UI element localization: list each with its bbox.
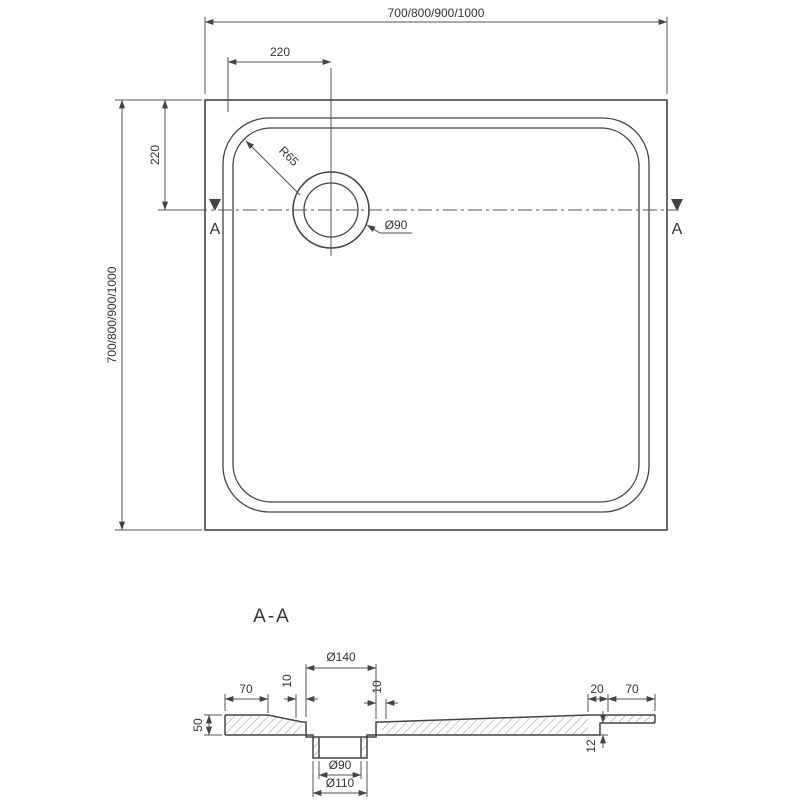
dim-left-edge-width-label: 70 — [239, 682, 253, 696]
dim-drain-offset-y-label: 220 — [148, 145, 162, 165]
top-view-extension-lines — [115, 17, 668, 531]
section-arrow-left-icon — [209, 199, 221, 211]
section-marker-right: A — [672, 221, 683, 238]
dim-drain-offset-x-label: 220 — [270, 45, 290, 59]
tray-outer-edge — [204, 99, 668, 531]
section-arrow-right-icon — [671, 199, 683, 211]
dim-drain-offset-x: 220 — [227, 45, 332, 66]
dim-overall-height-label: 700/800/900/1000 — [105, 266, 119, 363]
dim-corner-radius: R65 — [245, 140, 302, 196]
tray-rim-inner-line — [232, 127, 640, 503]
dim-right-rim-width: 10 — [364, 680, 398, 707]
dim-corner-radius-label: R65 — [276, 143, 302, 169]
dim-drain-hole-diameter: Ø90 — [318, 758, 362, 779]
dim-left-rim-width-label: 10 — [280, 674, 294, 688]
section-view: A-A — [191, 606, 656, 797]
dim-left-rim-width: 10 — [280, 674, 318, 703]
section-view-title: A-A — [253, 606, 291, 627]
dim-step-height-label: 12 — [584, 739, 598, 753]
section-marker-left: A — [210, 221, 221, 238]
dim-step-height: 12 — [584, 711, 607, 753]
dim-recess-diameter: Ø140 — [305, 650, 377, 672]
dim-step-width-label: 20 — [590, 682, 604, 696]
profile-top-surface — [225, 714, 655, 738]
dim-overall-height: 700/800/900/1000 — [105, 99, 126, 531]
dim-tray-height: 50 — [191, 714, 213, 736]
dim-overall-width-label: 700/800/900/1000 — [388, 6, 485, 20]
dim-right-edge-width-label: 70 — [625, 682, 639, 696]
dim-drain-offset-y: 220 — [148, 99, 169, 211]
dim-recess-diameter-label: Ø140 — [326, 650, 356, 664]
section-cutting-line: A A — [193, 68, 683, 256]
dim-flange-diameter-label: Ø110 — [326, 776, 355, 790]
dim-overall-width: 700/800/900/1000 — [204, 6, 668, 26]
dim-drain-hole-diameter-label: Ø90 — [329, 758, 352, 772]
top-view: A A 700/800/900/1000 220 220 700/800/900… — [105, 6, 683, 531]
section-profile — [224, 714, 656, 759]
dim-step-width: 20 — [587, 682, 609, 703]
dim-drain-diameter-label: Ø90 — [385, 218, 408, 232]
dim-flange-diameter: Ø110 — [312, 776, 368, 797]
dim-tray-height-label: 50 — [191, 718, 205, 732]
dim-right-edge-width: 70 — [607, 682, 656, 703]
section-hatching — [226, 716, 654, 757]
dim-left-edge-width: 70 — [224, 682, 269, 703]
dim-drain-diameter: Ø90 — [366, 218, 412, 234]
tray-rim-outer-line — [222, 117, 650, 513]
dim-right-rim-width-label: 10 — [370, 680, 384, 694]
profile-bottom-surface — [225, 722, 655, 759]
